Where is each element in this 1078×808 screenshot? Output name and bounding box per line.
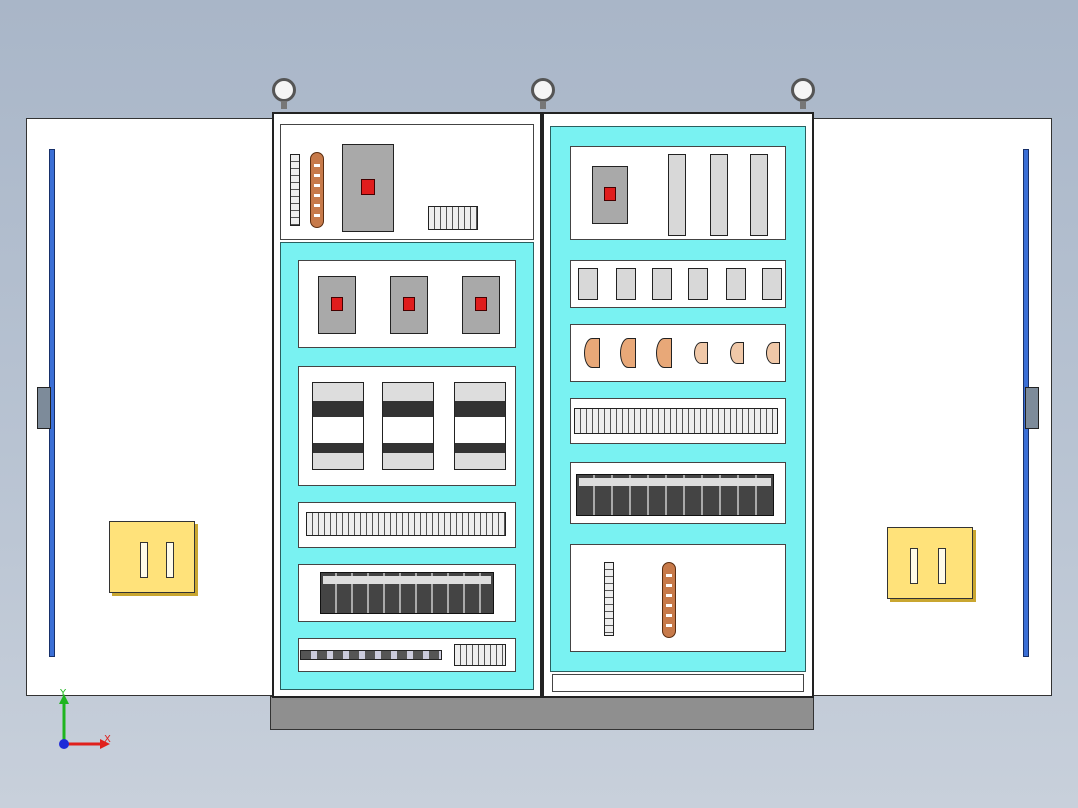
y-axis-label: Y bbox=[59, 688, 67, 699]
right-lamp-2-icon[interactable] bbox=[620, 338, 636, 368]
left-breaker-1[interactable] bbox=[318, 276, 356, 334]
y-axis-arrow-icon bbox=[59, 694, 69, 704]
right-mcb-6[interactable] bbox=[762, 268, 782, 300]
lifting-eye-center-icon bbox=[531, 78, 555, 109]
right-door[interactable] bbox=[812, 118, 1052, 696]
right-ground-plate bbox=[570, 544, 786, 652]
cabinet-plinth bbox=[270, 696, 814, 730]
right-fuse-holder-3[interactable] bbox=[750, 154, 768, 236]
lifting-eye-right-icon bbox=[791, 78, 815, 109]
right-lamp-1-icon[interactable] bbox=[584, 338, 600, 368]
left-copper-bus bbox=[310, 152, 324, 228]
right-mcb-1[interactable] bbox=[578, 268, 598, 300]
right-relay-bank[interactable] bbox=[576, 474, 774, 516]
left-main-breaker-trip-button[interactable] bbox=[361, 179, 375, 195]
right-mcb-4[interactable] bbox=[688, 268, 708, 300]
right-door-latch[interactable] bbox=[1025, 387, 1039, 429]
left-terminal-strip[interactable] bbox=[290, 154, 300, 226]
right-breaker[interactable] bbox=[592, 166, 628, 224]
left-door-lock-icon[interactable] bbox=[109, 521, 195, 593]
left-breaker-3[interactable] bbox=[462, 276, 500, 334]
left-small-terminal-block[interactable] bbox=[428, 206, 478, 230]
right-lamp-4-icon[interactable] bbox=[694, 342, 708, 364]
x-axis-arrow-icon bbox=[100, 739, 110, 749]
left-contactor-1[interactable] bbox=[312, 382, 364, 470]
left-terminal-block[interactable] bbox=[306, 512, 506, 536]
left-bottom-terminal-2[interactable] bbox=[454, 644, 506, 666]
left-breaker-2[interactable] bbox=[390, 276, 428, 334]
right-mcb-5[interactable] bbox=[726, 268, 746, 300]
right-mcb-2[interactable] bbox=[616, 268, 636, 300]
right-copper-bus bbox=[662, 562, 676, 638]
right-mcb-3[interactable] bbox=[652, 268, 672, 300]
right-lamp-5-icon[interactable] bbox=[730, 342, 744, 364]
origin-icon bbox=[59, 739, 69, 749]
left-contactor-3[interactable] bbox=[454, 382, 506, 470]
left-contactor-2[interactable] bbox=[382, 382, 434, 470]
right-fuse-holder-2[interactable] bbox=[710, 154, 728, 236]
right-door-lock-icon[interactable] bbox=[887, 527, 973, 599]
left-cabinet-section bbox=[272, 112, 542, 698]
right-terminal-strip[interactable] bbox=[604, 562, 614, 636]
right-bottom-plate bbox=[552, 674, 804, 692]
right-fuse-holder-1[interactable] bbox=[668, 154, 686, 236]
lifting-eye-left-icon bbox=[272, 78, 296, 109]
right-terminal-block[interactable] bbox=[574, 408, 778, 434]
left-main-breaker[interactable] bbox=[342, 144, 394, 232]
left-door-latch[interactable] bbox=[37, 387, 51, 429]
axis-triad: Y X bbox=[59, 688, 111, 749]
left-door[interactable] bbox=[26, 118, 274, 696]
left-relay-bank[interactable] bbox=[320, 572, 494, 614]
right-lamp-3-icon[interactable] bbox=[656, 338, 672, 368]
right-mcb-plate bbox=[570, 260, 786, 308]
right-lamp-6-icon[interactable] bbox=[766, 342, 780, 364]
left-bottom-terminal[interactable] bbox=[300, 650, 442, 660]
right-cabinet-section bbox=[542, 112, 814, 698]
right-lamp-plate bbox=[570, 324, 786, 382]
x-axis-label: X bbox=[104, 734, 111, 745]
